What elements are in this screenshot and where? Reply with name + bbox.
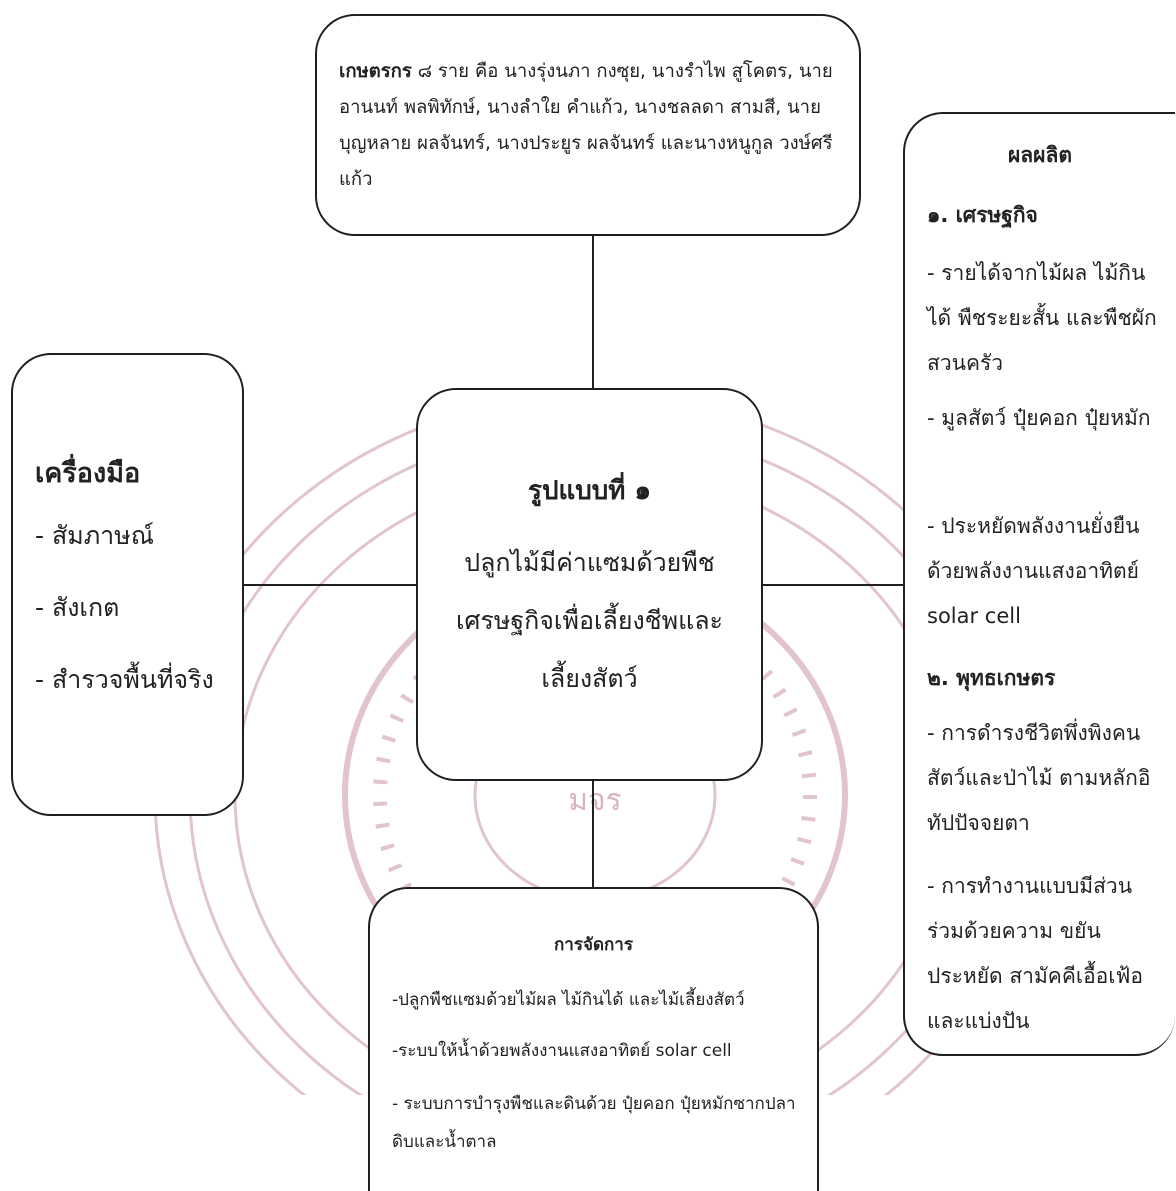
tools-box: เครื่องมือ - สัมภาษณ์ - สังเกต - สำรวจพื… <box>11 353 244 816</box>
center-model-box: รูปแบบที่ ๑ ปลูกไม้มีค่าแซมด้วยพืชเศรษฐก… <box>416 388 763 781</box>
management-item: -ระบบให้น้ำด้วยพลังงานแสงอาทิตย์ solar c… <box>392 1041 732 1061</box>
products-section2-heading: ๒. พุทธเกษตร <box>927 666 1056 690</box>
products-section1-item: - ประหยัดพลังงานยั่งยืน ด้วยพลังงานแสงอา… <box>927 514 1140 628</box>
management-item: -ปลูกพืชแซมด้วยไม้ผล ไม้กินได้ และไม้เลี… <box>392 990 745 1010</box>
management-item: - ระบบการบำรุงพืชและดินด้วย ปุ๋ยคอก ปุ๋ย… <box>392 1094 796 1152</box>
center-title: รูปแบบที่ ๑ <box>528 476 651 506</box>
products-section1-item: - มูลสัตว์ ปุ๋ยคอก ปุ๋ยหมัก <box>927 406 1151 430</box>
tools-title: เครื่องมือ <box>35 458 141 489</box>
products-section1-heading: ๑. เศรษฐกิจ <box>927 203 1038 227</box>
center-description: ปลูกไม้มีค่าแซมด้วยพืชเศรษฐกิจเพื่อเลี้ย… <box>456 548 723 693</box>
tool-item-survey: - สำรวจพื้นที่จริง <box>35 665 214 694</box>
products-box: ผลผลิต ๑. เศรษฐกิจ - รายได้จากไม้ผล ไม้ก… <box>903 112 1175 1056</box>
products-title: ผลผลิต <box>1008 143 1072 167</box>
tool-item-observe: - สังเกต <box>35 593 120 622</box>
management-box: การจัดการ -ปลูกพืชแซมด้วยไม้ผล ไม้กินได้… <box>368 887 819 1191</box>
products-section1-item: - รายได้จากไม้ผล ไม้กินได้ พืชระยะสั้น แ… <box>927 261 1157 375</box>
farmers-text: ๘ ราย คือ นางรุ่งนภา กงซุย, นางรำไพ สูโค… <box>339 61 833 190</box>
farmers-label: เกษตรกร <box>339 61 412 82</box>
svg-text:มจร: มจร <box>568 783 621 818</box>
management-title: การจัดการ <box>554 935 633 955</box>
farmers-box: เกษตรกร ๘ ราย คือ นางรุ่งนภา กงซุย, นางร… <box>315 14 861 236</box>
products-section2-item: - การดำรงชีวิตพึ่งพิงคน สัตว์และป่าไม้ ต… <box>927 721 1151 835</box>
products-section2-item: - การทำงานแบบมีส่วนร่วมด้วยความ ขยัน ประ… <box>927 874 1143 1033</box>
tool-item-interview: - สัมภาษณ์ <box>35 521 154 550</box>
